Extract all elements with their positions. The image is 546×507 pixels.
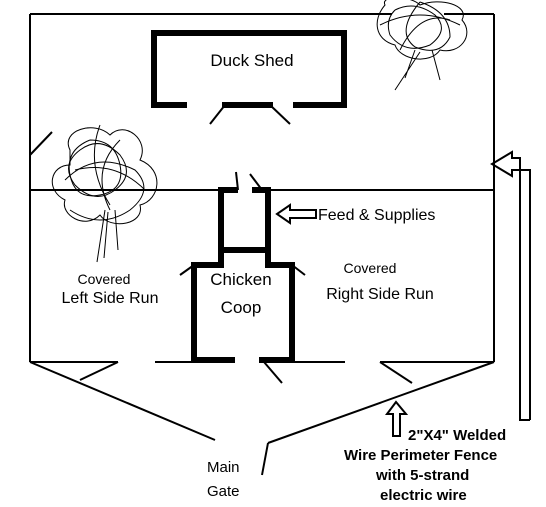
fence-label-line2: Wire Perimeter Fence xyxy=(344,447,497,464)
arrow-left-icon xyxy=(275,203,317,225)
feed-supplies-room xyxy=(218,187,271,253)
coop-label: Coop xyxy=(221,298,262,317)
perimeter-fence xyxy=(29,13,495,476)
left-side-run-label: Left Side Run xyxy=(62,290,159,307)
main-label: Main xyxy=(207,459,240,476)
fence-label-line1: 2"X4" Welded xyxy=(408,427,506,444)
chicken-label: Chicken xyxy=(210,270,271,289)
left-covered-label: Covered xyxy=(78,271,131,287)
duck-shed-label: Duck Shed xyxy=(210,51,293,70)
gate-label: Gate xyxy=(207,483,240,500)
fence-label-line3: with 5-strand xyxy=(375,467,469,484)
arrow-up-icon xyxy=(385,400,409,437)
duck-shed: Duck Shed xyxy=(151,30,347,125)
tree-icon xyxy=(376,0,468,91)
fence-label-line4: electric wire xyxy=(380,487,467,504)
chicken-coop: Chicken Coop xyxy=(179,247,306,384)
right-covered-label: Covered xyxy=(344,260,397,276)
right-side-run-label: Right Side Run xyxy=(326,286,434,303)
feed-supplies-label: Feed & Supplies xyxy=(318,207,435,224)
tree-icon xyxy=(51,124,158,263)
arrow-left-icon xyxy=(490,150,531,421)
